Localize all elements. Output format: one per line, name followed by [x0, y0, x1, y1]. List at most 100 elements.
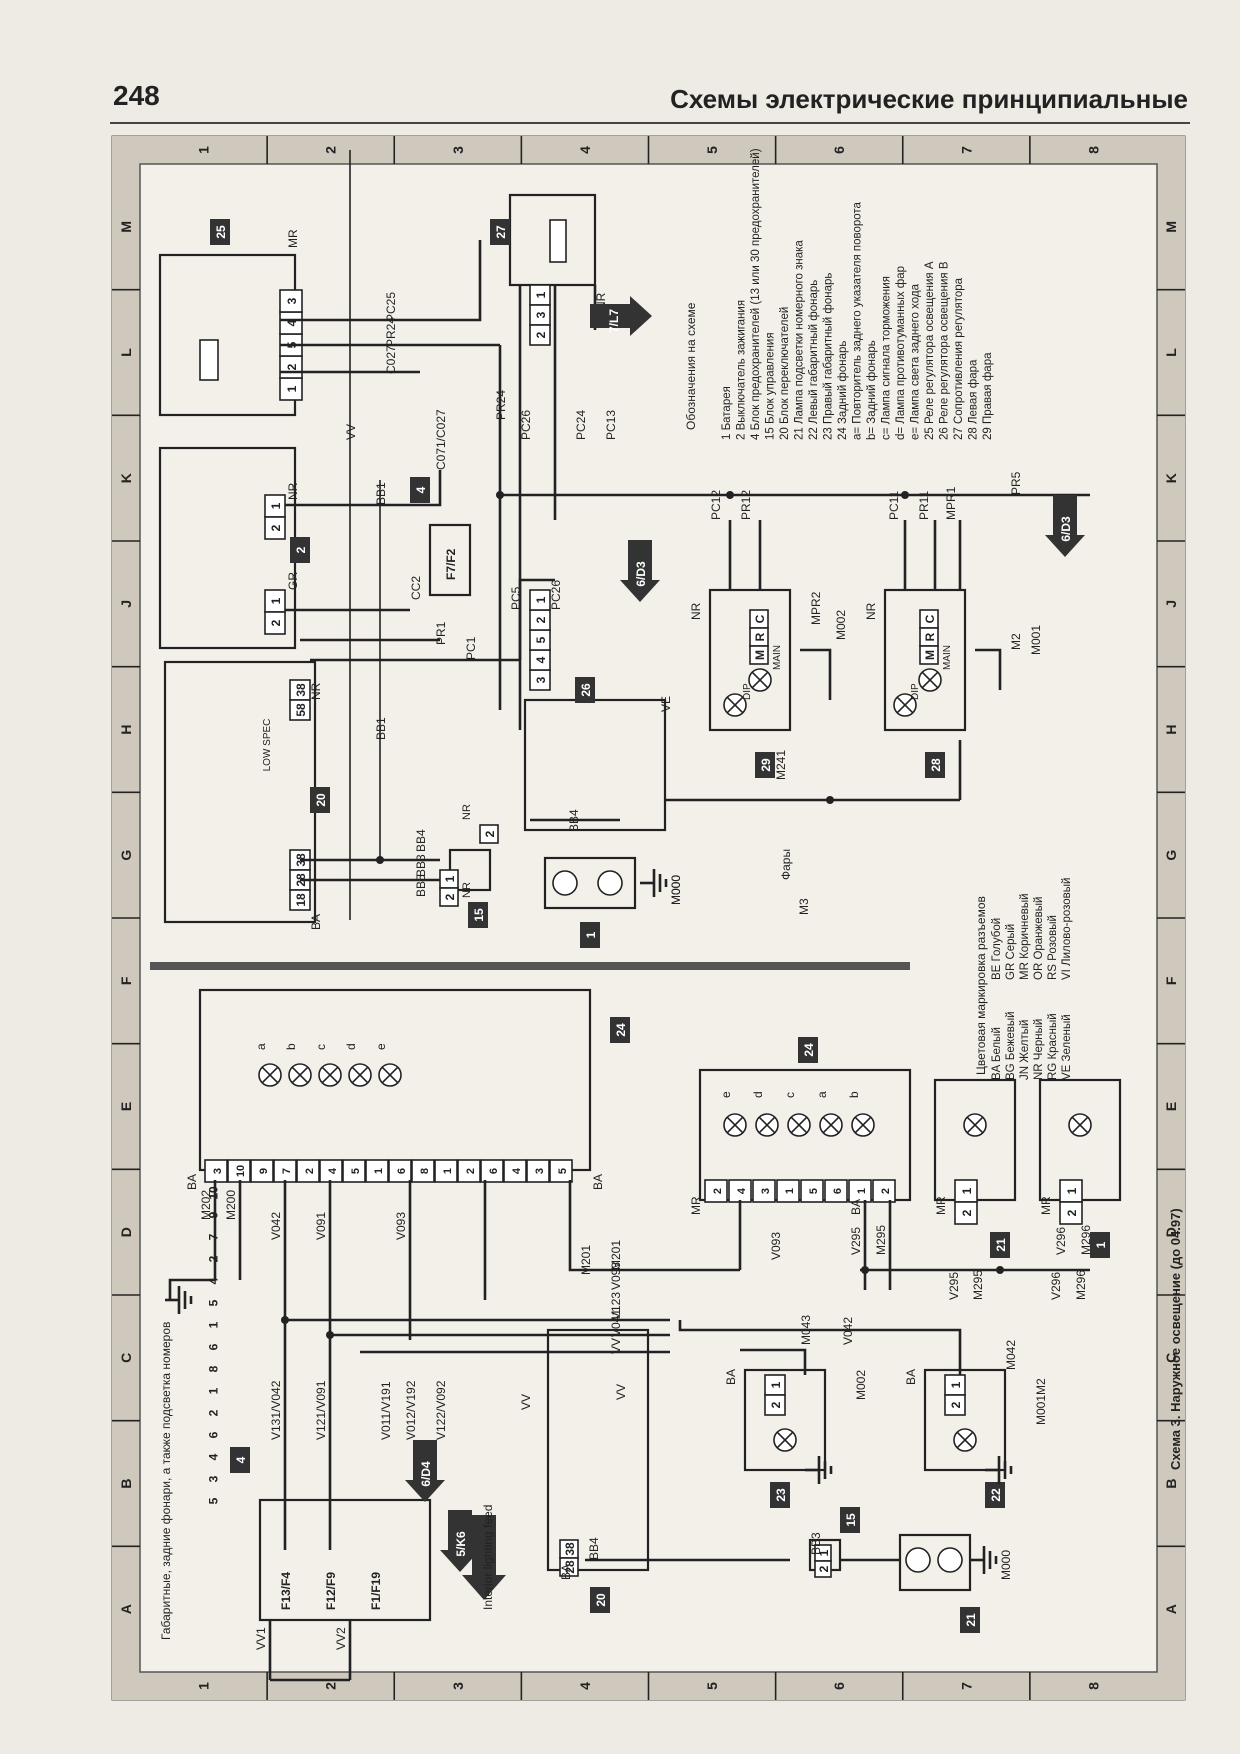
grid-number: 2: [323, 1682, 339, 1690]
pin-number: 1: [949, 1381, 963, 1388]
pin-number: C: [923, 614, 937, 623]
grid-number: 5: [704, 1682, 720, 1690]
wire-m043: [740, 1348, 807, 1375]
relay-25-pin: [279, 289, 303, 313]
lamp-icon-cross: [261, 1066, 279, 1084]
ignition-pin: [264, 516, 286, 540]
pin-number: 2: [285, 363, 299, 370]
component-tag-22-bg: [985, 1482, 1005, 1508]
legend-item: 20 Блок переключателей: [779, 307, 791, 440]
legend-item: 27 Сопротивления регулятора: [953, 277, 965, 440]
wire-label: PC24: [574, 410, 588, 440]
battery-1-box: [543, 856, 637, 910]
rear-light-pin: [526, 1159, 550, 1183]
wire-label: V011/V191: [379, 1381, 393, 1440]
legend-item: e= Лампа света заднего хода: [910, 283, 922, 440]
pin-number: 8: [207, 1365, 221, 1372]
wire-label: V295: [849, 1227, 863, 1255]
battery-minus-icon: [937, 1547, 963, 1573]
junction-dot: [326, 1331, 334, 1339]
component-tag-29: 29: [759, 758, 773, 772]
component-tag-23: 23: [774, 1488, 788, 1502]
wire-label: M000: [669, 875, 683, 905]
wire-label: CC2: [409, 576, 423, 600]
wire-label: V121/V091: [314, 1380, 328, 1440]
relay-26-pin: [529, 589, 551, 611]
grid-letter: G: [1163, 850, 1179, 861]
component-tag-24: 24: [614, 1023, 628, 1037]
wire-label: M042: [1004, 1340, 1018, 1370]
grid-number: 5: [704, 146, 720, 154]
grid-number: 7: [958, 146, 974, 154]
section-divider: [150, 962, 910, 970]
grid-number: 3: [450, 146, 466, 154]
wire-label: V296: [1049, 1272, 1063, 1300]
rear-light-b-pin: [752, 1179, 776, 1203]
rear-light-pin: [549, 1159, 573, 1183]
wire-pc25: [280, 240, 482, 322]
wire-label: M002: [834, 610, 848, 640]
component-tag-4b: 4: [234, 1456, 248, 1463]
component-tag-1b: 21: [964, 1613, 978, 1627]
grid-number: 4: [577, 1682, 593, 1690]
legend-item: c= Лампа сигнала торможения: [881, 276, 893, 440]
pin-number: 1: [817, 1549, 831, 1556]
wire-label: M296: [1079, 1225, 1093, 1255]
component-tag-2: 2: [294, 546, 308, 553]
grid-letter: H: [118, 724, 134, 734]
pin-number: 5: [534, 636, 548, 643]
arrow-6-d3: [1045, 495, 1085, 557]
wire-label: PC5: [509, 586, 523, 610]
component-tag-15b: 15: [844, 1513, 858, 1527]
pin-number: 1: [769, 1381, 783, 1388]
arrow-label: 6/D3: [1059, 516, 1073, 542]
wire-label: M295: [971, 1270, 985, 1300]
grid-letter: C: [118, 1353, 134, 1363]
wire-label: BB1: [374, 717, 388, 740]
resistor-pin: [529, 324, 551, 346]
pin-number: 4: [511, 1167, 523, 1174]
lamp-icon-cross: [726, 1116, 744, 1134]
pin-number: M: [753, 650, 767, 660]
component-tag-25: 25: [214, 225, 228, 239]
connector-color: BA: [185, 1174, 199, 1190]
pin-number: 3: [212, 1168, 224, 1174]
diagram-caption: Схема 3. Наружное освещение (до 04.97): [1168, 1208, 1183, 1470]
pin-number: 4: [736, 1187, 748, 1194]
connector-color: BA: [591, 1174, 605, 1190]
pin-number: 1: [285, 385, 299, 392]
connector-color: BA: [904, 1369, 918, 1385]
wire-label: PC1: [464, 636, 478, 660]
color-code: JN Желтый: [1019, 1020, 1031, 1080]
arrow-5-k6: [440, 1510, 480, 1572]
component-tag-27: 27: [494, 225, 508, 239]
grid-letter: E: [1163, 1102, 1179, 1111]
connector-color: MR: [286, 229, 300, 248]
pin-number: 8: [419, 1168, 431, 1174]
wire-pc5: [518, 578, 555, 660]
resistor-icon: [549, 219, 567, 263]
arrow-label: Interior lighting feed: [481, 1505, 495, 1610]
legend-item: 24 Задний фонарь: [837, 341, 849, 440]
pin-number: 5: [207, 1497, 221, 1504]
pin-number: C: [753, 614, 767, 623]
wire-label: BB4: [414, 829, 428, 852]
pin-number: 2: [465, 1168, 477, 1174]
pin-number: M: [923, 650, 937, 660]
wire-label: BB5: [414, 874, 428, 897]
fuse-label: F13/F4: [279, 1572, 293, 1610]
pin-number: 1: [534, 596, 548, 603]
side-light-23-box: [743, 1368, 827, 1472]
wire-label: PR1: [434, 621, 448, 645]
wire-label: M3: [797, 898, 811, 915]
wire-label: V123: [609, 1292, 623, 1320]
pin-number: 3: [534, 311, 548, 318]
wire-label: V042: [269, 1212, 283, 1240]
color-code: OR Оранжевый: [1033, 897, 1045, 980]
wire-label: C071/C027: [434, 409, 448, 470]
lamp-icon-cross: [921, 671, 939, 689]
battery-plus-icon: [552, 870, 578, 896]
pin-number: 3: [534, 676, 548, 683]
wire-label: PC26: [549, 580, 563, 610]
